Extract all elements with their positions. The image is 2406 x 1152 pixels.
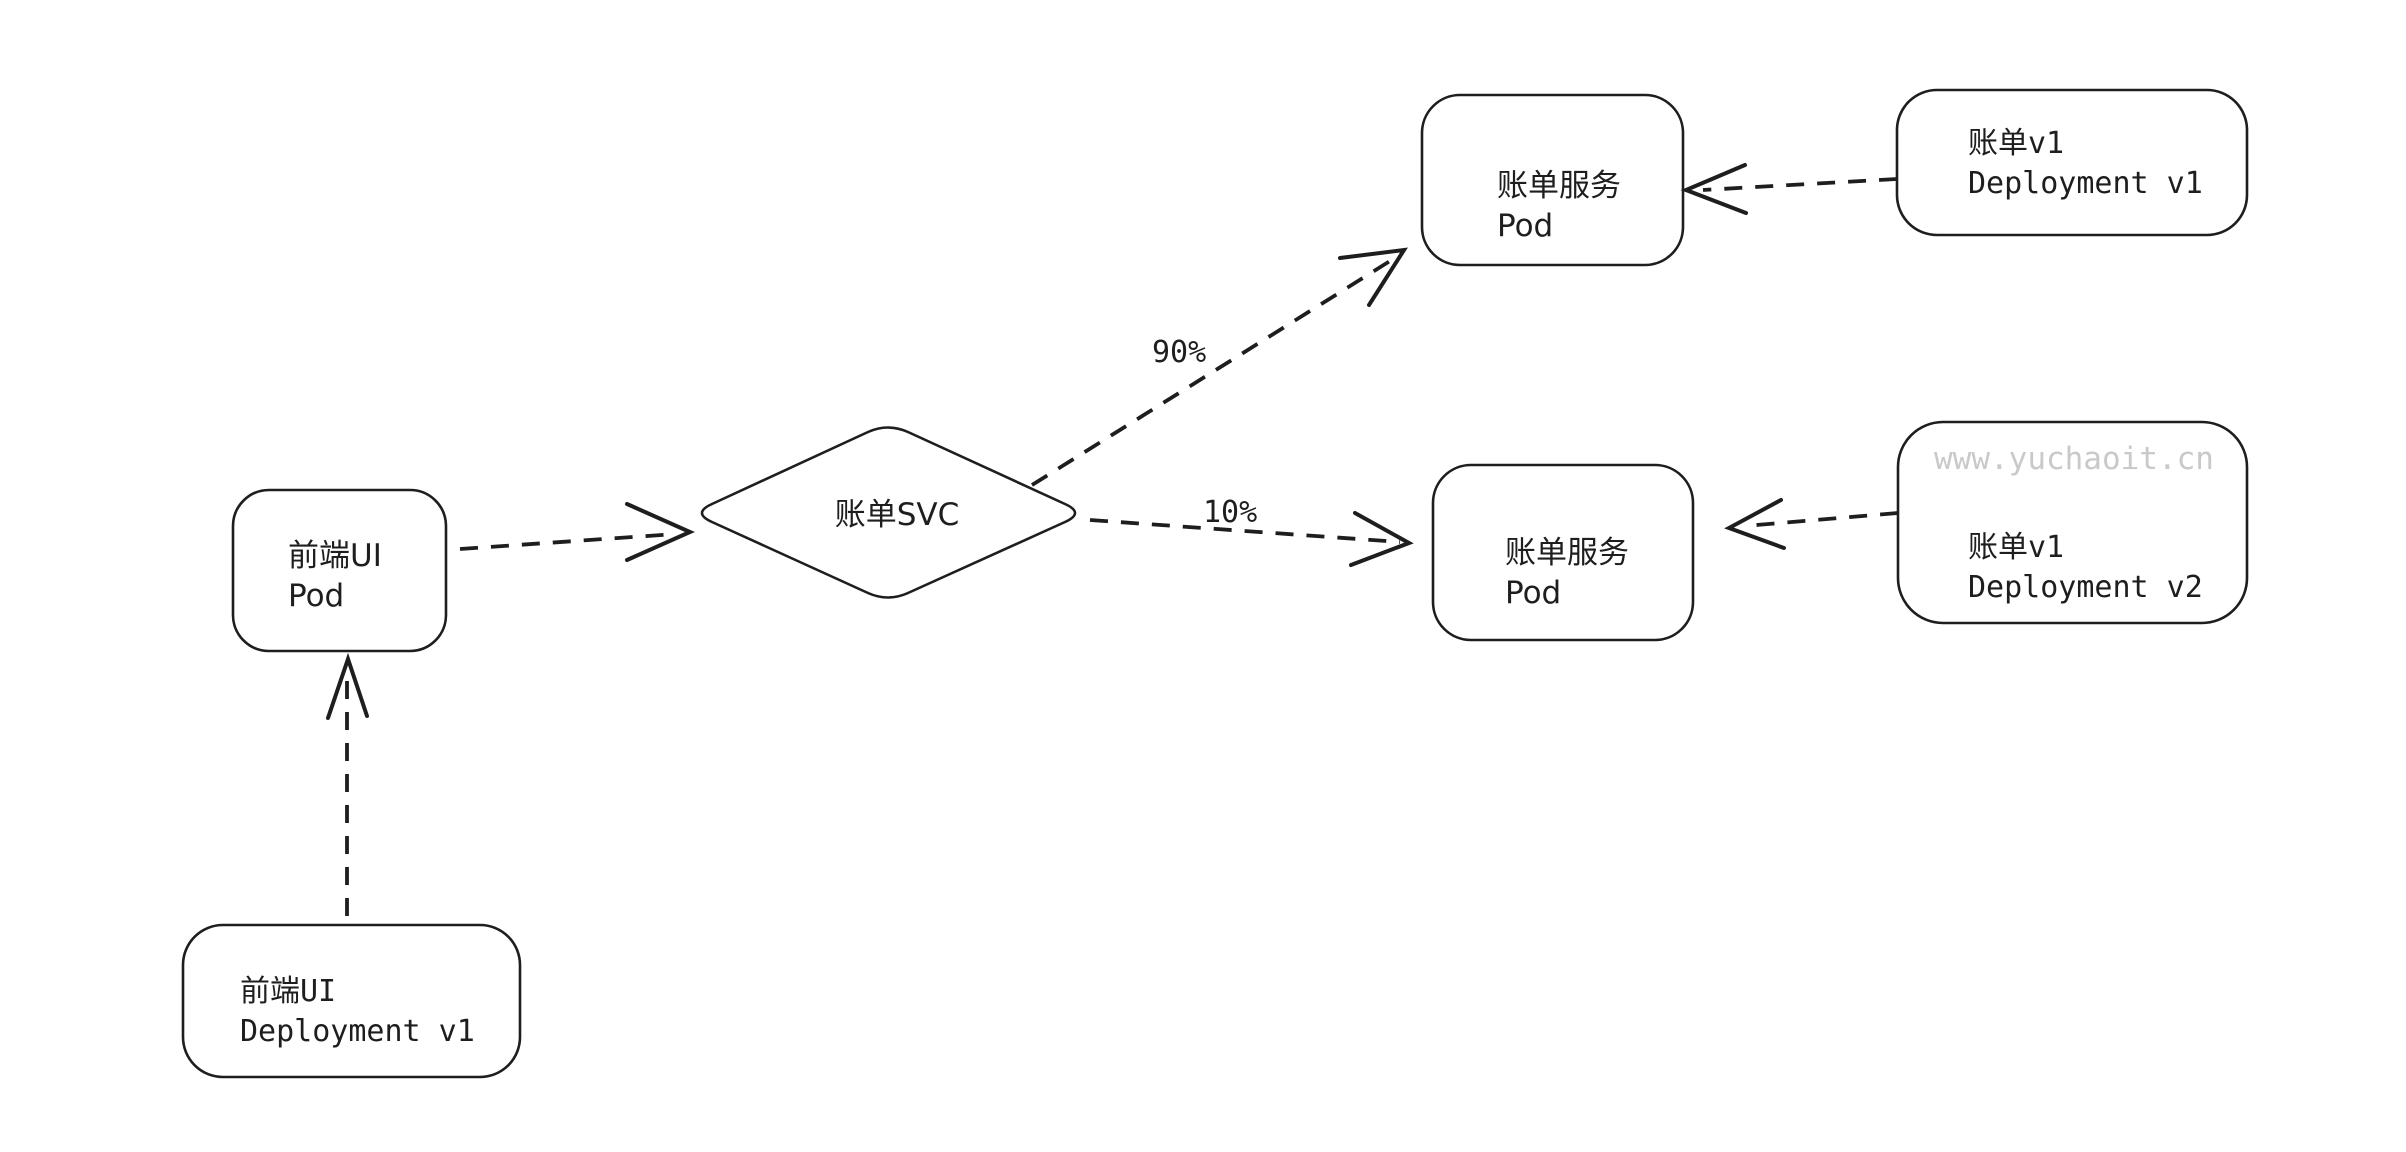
front-ui-pod-label-line2: Pod [288, 578, 344, 614]
billing-pod-mid-label-line1: 账单服务 [1505, 535, 1629, 571]
front-ui-deployment-box [181, 923, 522, 1079]
billing-deployment-v1-box [1895, 88, 2249, 237]
billing-svc-label: 账单SVC [835, 497, 960, 533]
edge-svc-to-pod-top-arrowhead [1338, 247, 1408, 307]
front-ui-deployment-label-line2: Deployment v1 [240, 1014, 475, 1049]
edge-svc-to-pod-mid: 10% [1089, 495, 1414, 567]
billing-pod-mid-label-line2: Pod [1505, 575, 1561, 611]
edge-frontui-to-svc-arrowhead [625, 502, 695, 562]
edge-deployv1-to-pod-top [1680, 163, 1898, 215]
billing-pod-mid-node: 账单服务 Pod [1431, 463, 1695, 642]
billing-deployment-v2-node: www.yuchaoit.cn 账单v1 Deployment v2 [1896, 420, 2249, 625]
billing-deployment-v2-label-line1: 账单v1 [1968, 530, 2064, 565]
traffic-10-label: 10% [1203, 495, 1257, 530]
edge-deployv1-to-pod-top-shaft [1702, 177, 1898, 192]
front-ui-pod-label-line1: 前端UI [288, 538, 382, 574]
billing-svc-diamond [700, 426, 1077, 599]
billing-deployment-v1-node: 账单v1 Deployment v1 [1895, 88, 2249, 237]
edge-svc-to-pod-mid-shaft [1089, 518, 1401, 544]
edge-svc-to-pod-top-shaft [1030, 254, 1400, 487]
edge-deployv1-to-pod-top-arrowhead [1680, 163, 1748, 215]
billing-deployment-v2-label-line2: Deployment v2 [1968, 570, 2203, 605]
billing-deployment-v2-box [1896, 420, 2249, 625]
billing-svc-node: 账单SVC [700, 426, 1077, 599]
edge-svc-to-pod-top: 90% [1030, 247, 1408, 487]
front-ui-deployment-node: 前端UI Deployment v1 [181, 923, 522, 1079]
front-ui-deployment-label-line1: 前端UI [240, 974, 336, 1009]
edge-deployv2-to-pod-mid-shaft [1744, 511, 1899, 528]
edge-deployv2-to-pod-mid [1724, 498, 1899, 550]
traffic-90-label: 90% [1152, 335, 1206, 370]
billing-deployment-v1-label-line1: 账单v1 [1968, 126, 2064, 161]
edge-deployv2-to-pod-mid-arrowhead [1724, 498, 1786, 550]
billing-pod-top-node: 账单服务 Pod [1420, 93, 1685, 267]
billing-pod-top-label-line2: Pod [1497, 208, 1553, 244]
watermark-text: www.yuchaoit.cn [1934, 441, 2214, 477]
edge-frontui-to-svc [459, 502, 695, 562]
edge-deploy-to-frontui-pod [326, 652, 369, 916]
billing-pod-top-box [1420, 93, 1685, 267]
edge-deploy-to-frontui-pod-arrowhead [326, 652, 369, 720]
edge-frontui-to-svc-shaft [459, 532, 677, 551]
billing-pod-top-label-line1: 账单服务 [1497, 168, 1621, 204]
front-ui-pod-box [231, 488, 448, 653]
edge-svc-to-pod-mid-arrowhead [1349, 511, 1414, 567]
billing-deployment-v1-label-line2: Deployment v1 [1968, 166, 2203, 201]
billing-pod-mid-box [1431, 463, 1695, 642]
front-ui-pod-node: 前端UI Pod [231, 488, 448, 653]
